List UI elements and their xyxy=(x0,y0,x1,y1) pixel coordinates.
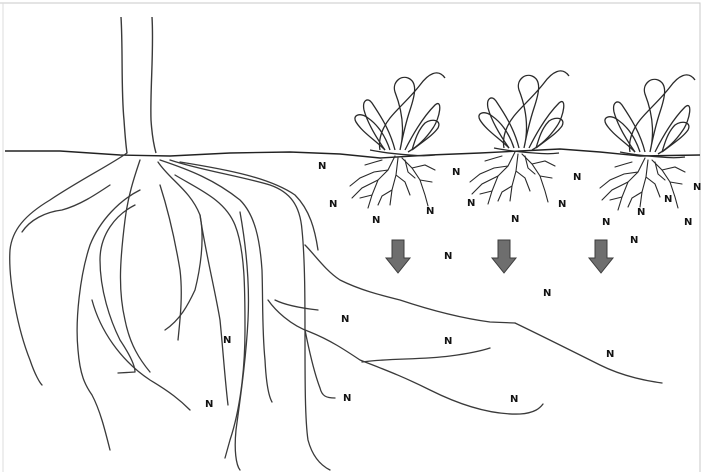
nutrient-marker: N xyxy=(684,217,692,228)
nutrient-marker: N xyxy=(318,161,326,172)
nutrient-marker: N xyxy=(444,336,452,347)
down-arrow-icon xyxy=(589,240,613,273)
nutrient-markers: N N N N N N N N N N N N N N N N N N N N … xyxy=(205,161,701,410)
grass-plant xyxy=(355,73,445,156)
down-arrow-icon xyxy=(492,240,516,273)
nutrient-marker: N xyxy=(510,394,518,405)
grass-fine-roots xyxy=(470,152,555,204)
nutrient-marker: N xyxy=(602,217,610,228)
nutrient-marker: N xyxy=(372,215,380,226)
grass-fine-roots xyxy=(350,156,435,208)
nutrient-marker: N xyxy=(511,214,519,225)
nutrient-marker: N xyxy=(637,207,645,218)
nutrient-marker: N xyxy=(343,393,351,404)
nutrient-marker: N xyxy=(543,288,551,299)
nutrient-marker: N xyxy=(573,172,581,183)
nutrient-marker: N xyxy=(606,349,614,360)
soil-surface-line xyxy=(5,149,700,158)
grass-plant xyxy=(605,75,695,158)
grass-plant xyxy=(479,71,569,154)
tree-trunk xyxy=(121,17,156,153)
nutrient-marker: N xyxy=(452,167,460,178)
nutrient-marker: N xyxy=(467,198,475,209)
nutrient-marker: N xyxy=(341,314,349,325)
nutrient-marker: N xyxy=(329,199,337,210)
nutrient-marker: N xyxy=(558,199,566,210)
nutrient-marker: N xyxy=(664,194,672,205)
down-arrow-icon xyxy=(386,240,410,273)
nutrient-marker: N xyxy=(444,251,452,262)
nutrient-marker: N xyxy=(693,182,701,193)
nutrient-marker: N xyxy=(426,206,434,217)
nutrient-marker: N xyxy=(223,335,231,346)
nutrient-marker: N xyxy=(205,399,213,410)
nutrient-marker: N xyxy=(630,235,638,246)
